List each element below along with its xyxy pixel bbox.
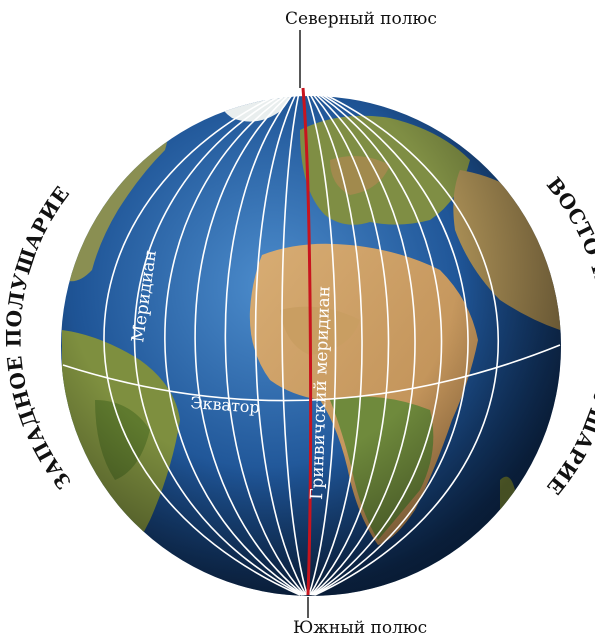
south-pole-label: Южный полюс <box>293 618 427 637</box>
meridian-line <box>306 87 390 596</box>
meridian-line <box>194 87 305 596</box>
meridian-line <box>305 87 363 596</box>
meridian-line <box>224 87 306 596</box>
meridian-line <box>281 87 308 596</box>
meridian-line <box>103 87 301 596</box>
globe <box>61 96 561 596</box>
meridian-line <box>310 87 499 596</box>
equator-label: Экватор <box>190 393 261 417</box>
graticule <box>62 87 561 596</box>
meridian-line <box>309 87 469 596</box>
meridian-line <box>133 87 303 596</box>
greenwich-meridian-line <box>301 87 313 596</box>
meridian-line <box>164 87 304 596</box>
meridian-line <box>307 87 416 596</box>
meridian-line <box>304 87 337 596</box>
north-pole-label: Северный полюс <box>285 9 437 29</box>
meridian-line <box>308 87 443 596</box>
meridian-line <box>254 87 307 596</box>
